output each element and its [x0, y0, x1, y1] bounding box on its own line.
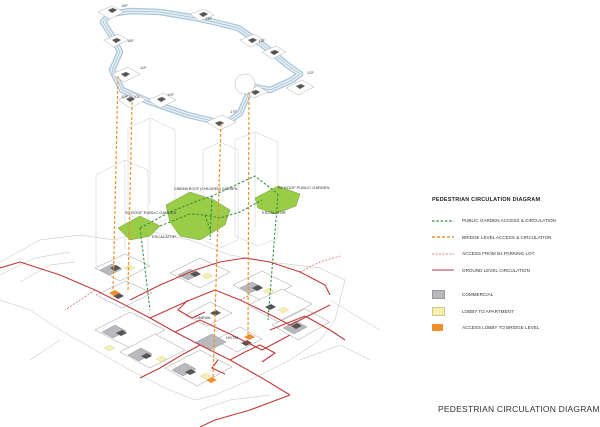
floor-15f: 15F — [121, 3, 128, 8]
floor-labels: 15F 14F 16F 13F 12F 11F 12F 10F POOL 10F… — [121, 3, 314, 114]
ground-labels: CINEMA HOTEL — [195, 315, 240, 340]
legend-item-lobby-apartment: LOBBY TO APARTMENT — [432, 306, 597, 316]
legend-swatch-lobby-apartment — [432, 306, 445, 316]
floor-13f: 13F — [258, 38, 265, 43]
ground-level-circulation — [0, 257, 346, 427]
garden-s3-left — [117, 215, 161, 241]
legend-item-ground-level: GROUND LEVEL CIRCULATION — [432, 266, 597, 275]
floor-10f-pool: 10F POOL — [121, 94, 141, 99]
floor-16f: 16F — [127, 38, 134, 43]
bridge-level-access — [112, 75, 250, 381]
legend-title: PEDESTRIAN CIRCULATION DIAGRAM — [432, 197, 541, 203]
sky-bridge-ring — [99, 7, 304, 128]
legend-swatch-public-garden — [432, 219, 454, 222]
floor-14f: 14F — [205, 16, 212, 21]
legend-item-lobby-bridge: ACCESS LOBBY TO BRIDGE LEVEL — [432, 323, 597, 332]
floor-11f: 11F — [140, 65, 147, 70]
legend-label: ACCESS FROM B1 PARKING LOT — [462, 251, 535, 256]
floor-10f: 10F — [167, 92, 174, 97]
legend-item-public-garden: PUBLIC GARDEN ACCESS & CIRCULATION — [432, 216, 597, 225]
lobby-apartment-blocks — [103, 264, 290, 380]
legend-item-bridge-level: BRIDGE LEVEL ACCESS & CIRCULATION — [432, 233, 597, 242]
garden-labels: S3 ROOF PUBLIC GARDEN CINEMA ROOF (CHILD… — [125, 185, 329, 239]
lobby-bridge-blocks — [109, 290, 255, 383]
b1-parking-access — [64, 255, 341, 311]
floor-12f-b: 12F — [307, 70, 314, 75]
legend-item-commercial: COMMERCIAL — [432, 290, 597, 299]
legend-swatch-lobby-bridge — [432, 324, 443, 331]
public-garden-access — [139, 175, 279, 321]
diagram-caption: PEDESTRIAN CIRCULATION DIAGRAM — [438, 404, 600, 414]
label-hotel: HOTEL — [226, 335, 240, 340]
legend: PEDESTRIAN CIRCULATION DIAGRAM PUBLIC GA… — [432, 197, 597, 340]
label-escalator-left: ESCALATOR — [152, 234, 176, 239]
label-s2-garden: S2 ROOF PUBLIC GARDEN — [278, 185, 329, 190]
node-15f — [97, 5, 125, 20]
legend-label: GROUND LEVEL CIRCULATION — [462, 267, 530, 273]
legend-label: COMMERCIAL — [462, 292, 494, 297]
garden-cinema-roof — [165, 191, 231, 241]
legend-swatch-bridge-level — [432, 236, 454, 238]
label-cinema: CINEMA — [195, 315, 211, 320]
legend-label: LOBBY TO APARTMENT — [462, 308, 514, 314]
label-escalator-right: ESCALATOR — [262, 210, 286, 215]
legend-label: BRIDGE LEVEL ACCESS & CIRCULATION — [462, 234, 552, 240]
legend-label: ACCESS LOBBY TO BRIDGE LEVEL — [462, 325, 540, 330]
floor-12f-a: 12F — [271, 50, 278, 55]
bridge-nodes — [97, 5, 315, 131]
legend-swatch-b1-parking — [432, 253, 454, 254]
roof-gardens — [117, 185, 301, 241]
label-cinema-roof: CINEMA ROOF (CHILDREN) GARDEN — [174, 187, 238, 191]
legend-label: PUBLIC GARDEN ACCESS & CIRCULATION — [462, 218, 556, 223]
legend-item-b1-parking: ACCESS FROM B1 PARKING LOT — [432, 249, 597, 258]
core-tiles — [110, 265, 302, 375]
floor-17f: 17F — [230, 109, 237, 114]
label-s3-garden: S3 ROOF PUBLIC GARDEN — [125, 210, 176, 215]
legend-swatch-commercial — [432, 290, 445, 299]
legend-swatch-ground-level — [432, 269, 454, 271]
